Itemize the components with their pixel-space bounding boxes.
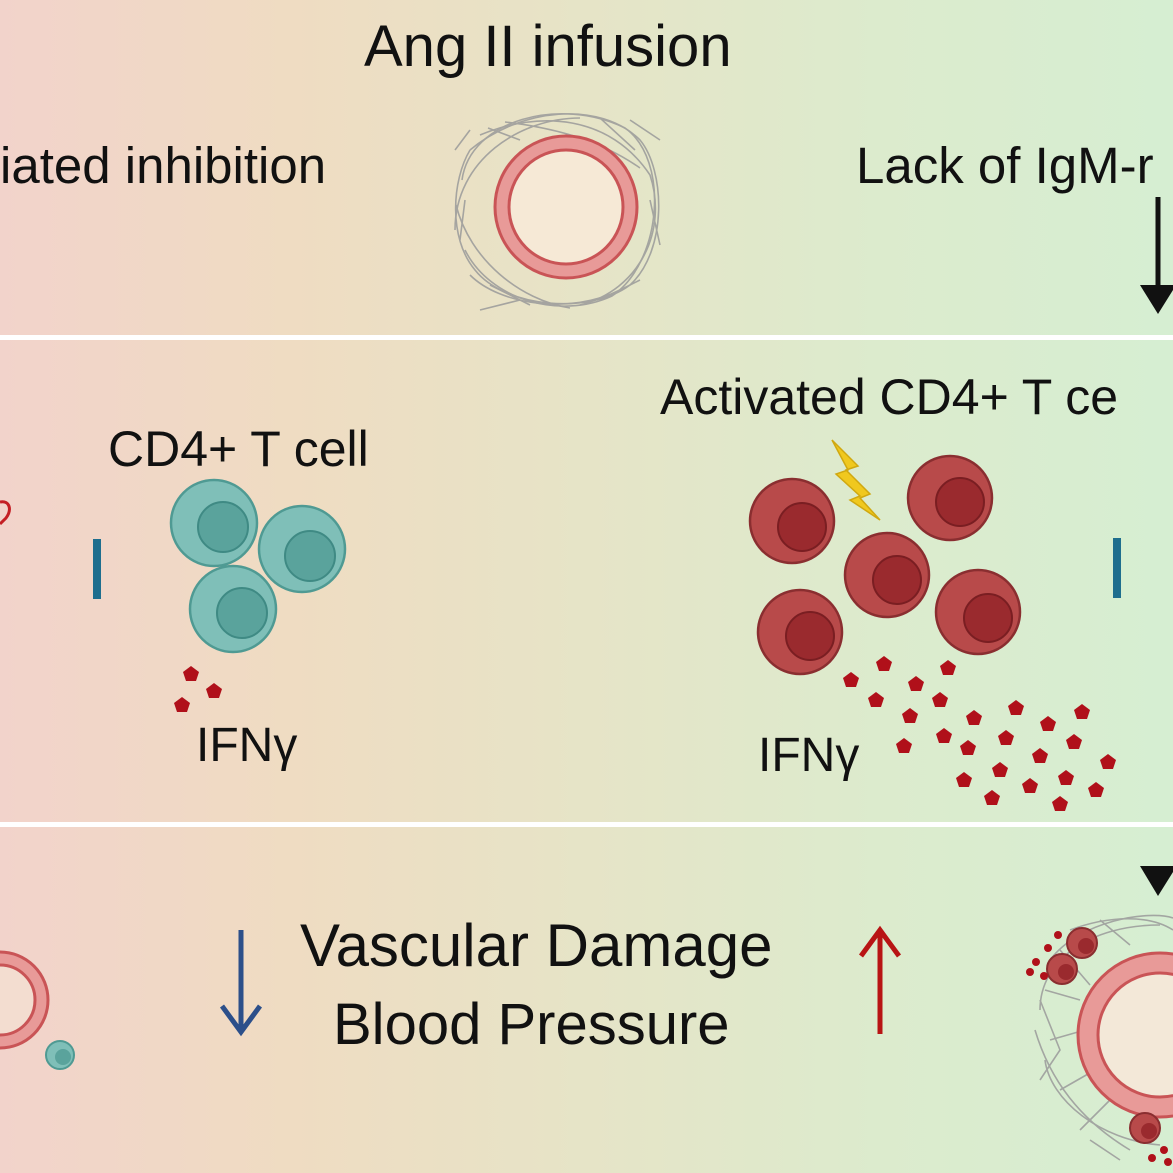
outcome-line-2: Blood Pressure	[333, 992, 730, 1057]
vessel-cross-section-top	[454, 112, 661, 311]
left-ifng-cytokines	[174, 666, 222, 712]
activated-cell-label: Activated CD4+ T ce	[660, 369, 1119, 425]
top-left-label: iated inhibition	[0, 137, 327, 194]
activated-cd4-t-cells	[748, 454, 1022, 676]
right-down-arrow-to-outcome	[1140, 752, 1173, 896]
diagram-title: Ang II infusion	[364, 14, 732, 79]
down-arrow-icon	[219, 930, 263, 1037]
right-inhibition-bar	[1113, 538, 1173, 598]
panel-divider-bottom	[0, 822, 1173, 827]
left-cytokine-label: IFNγ	[196, 719, 298, 772]
lightning-bolt-icon	[831, 439, 881, 521]
left-edge-red-loop	[0, 500, 11, 526]
top-right-label: Lack of IgM-r	[856, 137, 1154, 194]
top-right-arrow	[760, 196, 1173, 314]
outcome-line-1: Vascular Damage	[300, 912, 773, 979]
resting-cell-label: CD4+ T cell	[108, 421, 369, 477]
right-cytokine-label: IFNγ	[758, 729, 860, 782]
vessel-cross-section-healthy	[0, 950, 75, 1070]
up-arrow-icon	[858, 925, 902, 1034]
resting-cd4-t-cells	[169, 478, 347, 654]
right-ifng-cytokines	[843, 656, 1116, 811]
left-inhibition-bar	[0, 539, 101, 599]
panel-divider-top	[0, 335, 1173, 340]
vessel-cross-section-damaged	[1026, 914, 1173, 1166]
